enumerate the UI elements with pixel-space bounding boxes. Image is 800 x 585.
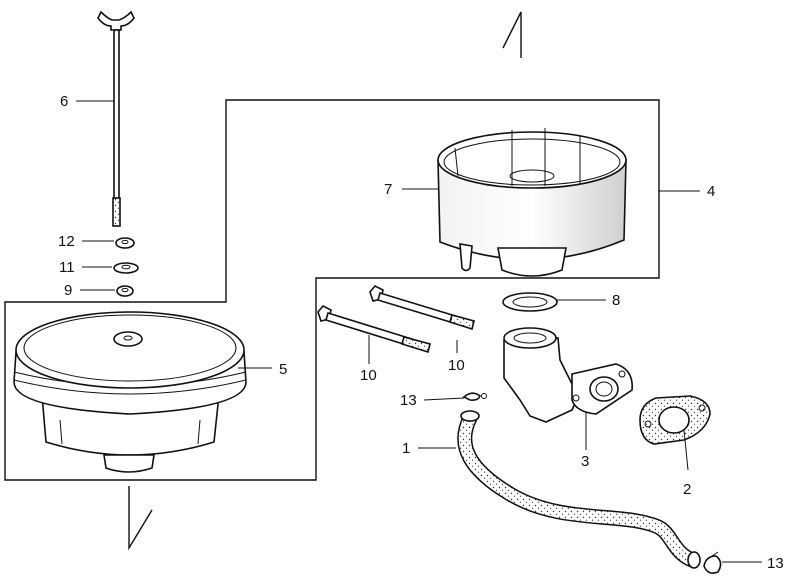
part-elbow-joint [503, 327, 633, 423]
callout-13-lower: 13 [767, 555, 784, 572]
part-nut-9 [116, 285, 134, 297]
callout-8: 8 [612, 292, 620, 309]
part-breather-hose [457, 410, 701, 569]
callout-10-upper: 10 [448, 357, 465, 374]
part-bolt-lower [317, 305, 431, 354]
callout-13-upper: 13 [400, 392, 417, 409]
part-bolt-upper [369, 285, 475, 331]
callout-7: 7 [384, 181, 392, 198]
callout-9: 9 [64, 282, 72, 299]
callout-5: 5 [279, 361, 287, 378]
part-clip-lower [703, 551, 722, 574]
callout-12: 12 [58, 233, 75, 250]
leader-lines [76, 100, 762, 563]
orientation-arrow-bottom [128, 486, 153, 551]
callout-2: 2 [683, 481, 691, 498]
part-washer-11 [113, 262, 139, 274]
orientation-arrow-top [502, 11, 522, 58]
callout-10-lower: 10 [360, 367, 377, 384]
part-gasket-ring [502, 292, 558, 312]
part-filter-cup [437, 128, 627, 277]
part-washer-12 [115, 237, 135, 249]
callout-1: 1 [402, 440, 410, 457]
part-clip-upper [462, 392, 487, 401]
callout-3: 3 [581, 453, 589, 470]
callout-4: 4 [707, 183, 715, 200]
part-rod-with-wing-nut [97, 10, 135, 227]
callout-11: 11 [59, 259, 75, 276]
callout-6: 6 [60, 93, 68, 110]
part-flange-gasket [639, 395, 711, 445]
assembly-boundary-line [4, 99, 660, 481]
part-air-cleaner-case [13, 311, 247, 473]
